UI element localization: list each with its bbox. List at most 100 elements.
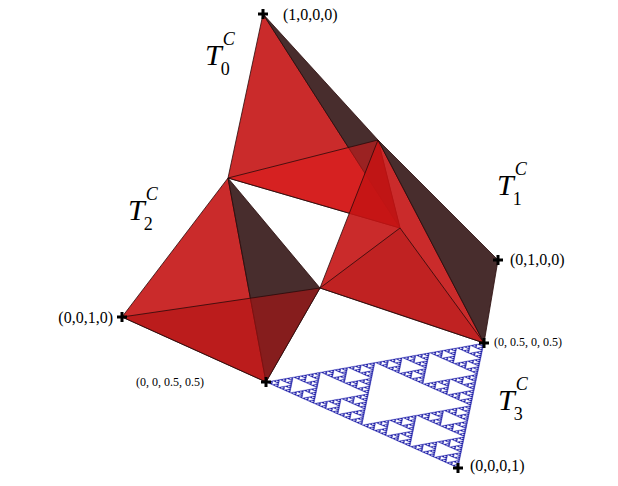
- sierpinski-cell: [448, 360, 451, 362]
- sierpinski-cell: [368, 382, 371, 384]
- sierpinski-cell: [314, 403, 317, 405]
- sierpinski-cell: [338, 414, 341, 416]
- sierpinski-cell: [432, 421, 435, 423]
- sierpinski-cell: [460, 426, 463, 428]
- sierpinski-cell: [313, 377, 316, 379]
- sierpinski-cell: [430, 412, 433, 414]
- sierpinski-cell: [459, 416, 462, 418]
- sierpinski-cell: [406, 431, 409, 433]
- sierpinski-cell: [461, 407, 464, 409]
- sierpinski-cell: [351, 400, 354, 402]
- sierpinski-cell: [384, 364, 387, 366]
- sierpinski-cell: [367, 386, 370, 388]
- sierpinski-cell: [412, 355, 415, 357]
- sierpinski-cell: [450, 429, 453, 431]
- sierpinski-cell: [363, 390, 366, 392]
- sierpinski-cell: [406, 356, 409, 358]
- sierpinski-cell: [474, 344, 477, 346]
- sierpinski-cell: [368, 380, 371, 382]
- sierpinski-cell: [413, 445, 416, 447]
- sierpinski-cell: [396, 418, 399, 420]
- sierpinski-triangle: [266, 343, 484, 468]
- sierpinski-cell: [310, 392, 313, 394]
- sierpinski-cell: [290, 377, 293, 379]
- sierpinski-cell: [396, 371, 399, 373]
- sierpinski-cell: [447, 349, 450, 351]
- red-tetrahedron: [320, 140, 498, 343]
- sierpinski-cell: [436, 351, 439, 353]
- sierpinski-cell: [370, 370, 373, 372]
- sierpinski-cell: [272, 384, 275, 386]
- sierpinski-cell: [410, 416, 413, 418]
- sierpinski-cell: [410, 431, 413, 433]
- sierpinski-cell: [451, 362, 454, 364]
- sierpinski-cell: [328, 400, 331, 402]
- sierpinski-cell: [453, 350, 456, 352]
- sierpinski-cell: [412, 359, 415, 361]
- sierpinski-cell: [363, 387, 366, 389]
- sierpinski-cell: [470, 394, 473, 396]
- sierpinski-cell: [420, 365, 423, 367]
- sierpinski-cell: [293, 392, 296, 394]
- sierpinski-cell: [418, 377, 421, 379]
- sierpinski-cell: [353, 420, 356, 422]
- sierpinski-cell: [336, 406, 339, 408]
- sierpinski-cell: [288, 387, 291, 389]
- sierpinski-cell: [459, 433, 462, 435]
- sierpinski-cell: [411, 423, 414, 425]
- sierpinski-cell: [444, 393, 447, 395]
- sierpinski-cell: [290, 392, 293, 394]
- sierpinski-cell: [448, 356, 451, 358]
- sierpinski-cell: [449, 446, 452, 448]
- sierpinski-cell: [385, 360, 388, 362]
- sierpinski-cell: [380, 432, 383, 434]
- sierpinski-cell: [386, 435, 389, 437]
- sierpinski-cell: [392, 361, 395, 363]
- sierpinski-cell: [469, 400, 472, 402]
- sierpinski-cell: [413, 417, 416, 419]
- sierpinski-cell: [445, 359, 448, 361]
- sierpinski-cell: [474, 359, 477, 361]
- sierpinski-cell: [408, 360, 411, 362]
- sierpinski-cell: [463, 410, 466, 412]
- sierpinski-cell: [403, 434, 406, 436]
- sierpinski-cell: [453, 414, 456, 416]
- sierpinski-cell: [459, 400, 462, 402]
- sierpinski-cell: [337, 371, 340, 373]
- sierpinski-cell: [463, 365, 466, 367]
- sierpinski-cell: [434, 457, 437, 459]
- sierpinski-cell: [410, 429, 413, 431]
- sierpinski-cell: [309, 381, 312, 383]
- sierpinski-cell: [457, 392, 460, 394]
- sierpinski-cell: [448, 454, 451, 456]
- sierpinski-cell: [334, 369, 337, 371]
- sierpinski-cell: [350, 419, 353, 421]
- sierpinski-cell: [397, 367, 400, 369]
- sierpinski-cell: [406, 416, 409, 418]
- sierpinski-cell: [309, 396, 312, 398]
- sierpinski-cell: [444, 410, 447, 412]
- sierpinski-cell: [467, 345, 470, 347]
- sierpinski-cell: [430, 442, 433, 444]
- sierpinski-cell: [358, 380, 361, 382]
- sierpinski-cell: [361, 381, 364, 383]
- sierpinski-cell: [437, 411, 440, 413]
- sierpinski-cell: [314, 386, 317, 388]
- sierpinski-cell: [315, 380, 318, 382]
- sierpinski-cell: [354, 369, 357, 371]
- sierpinski-cell: [366, 388, 369, 390]
- sierpinski-cell: [466, 383, 469, 385]
- sierpinski-cell: [351, 396, 354, 398]
- sierpinski-cell: [426, 385, 429, 387]
- sierpinski-cell: [378, 363, 381, 365]
- sierpinski-cell: [300, 392, 303, 394]
- sierpinski-cell: [311, 402, 314, 404]
- sierpinski-cell: [446, 445, 449, 447]
- sierpinski-cell: [308, 383, 311, 385]
- sierpinski-cell: [464, 421, 467, 423]
- sierpinski-cell: [436, 355, 439, 357]
- midpoint-coordinate: (0, 0.5, 0, 0.5): [494, 336, 562, 348]
- sierpinski-cell: [286, 382, 289, 384]
- set-superscript: C: [146, 185, 158, 203]
- sierpinski-cell: [447, 441, 450, 443]
